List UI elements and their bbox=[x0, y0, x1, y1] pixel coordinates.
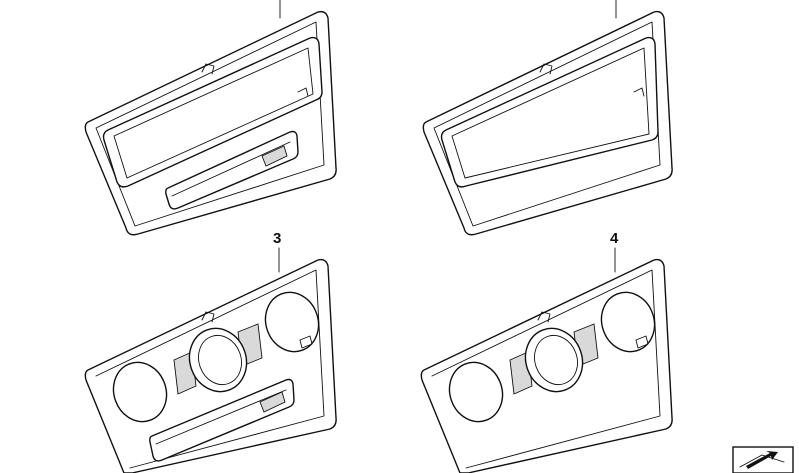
top-clip bbox=[539, 63, 553, 75]
top-clip bbox=[201, 63, 215, 75]
right-dial-tab bbox=[299, 335, 313, 349]
lower-slot bbox=[149, 378, 295, 462]
part-number-label: 3 bbox=[273, 230, 281, 247]
side-clip bbox=[297, 87, 309, 97]
arrow-cube-icon bbox=[732, 446, 794, 473]
panel-inner-edge bbox=[431, 269, 661, 469]
lower-slot bbox=[165, 130, 299, 210]
panel-inner-edge bbox=[95, 269, 325, 469]
lower-slot-button bbox=[259, 391, 286, 413]
left-dial-opening bbox=[112, 361, 168, 423]
display-rim bbox=[451, 47, 650, 179]
top-clip bbox=[537, 311, 551, 323]
display-opening bbox=[102, 36, 323, 188]
bezel-panel-top-left[interactable] bbox=[84, 0, 337, 236]
part-number-label: 4 bbox=[610, 230, 619, 247]
side-clip bbox=[633, 87, 645, 97]
right-dial-tab bbox=[635, 335, 649, 349]
center-dial-opening bbox=[534, 334, 578, 386]
bezel-panel-top-right[interactable] bbox=[422, 0, 673, 236]
bezel-panel-bottom-right[interactable]: 4 bbox=[420, 230, 673, 473]
center-dial-opening bbox=[198, 334, 242, 386]
right-dial-opening bbox=[264, 291, 320, 353]
left-dial-opening bbox=[448, 361, 504, 423]
display-opening bbox=[440, 36, 659, 188]
lower-slot-edge bbox=[171, 141, 291, 197]
bezel-panel-bottom-left[interactable]: 3 bbox=[84, 230, 337, 473]
right-dial-opening bbox=[600, 291, 656, 353]
lower-slot-button bbox=[261, 145, 288, 167]
lower-slot-edge bbox=[155, 389, 287, 445]
panel-inner-edge bbox=[95, 21, 325, 227]
display-rim bbox=[113, 47, 314, 179]
panel-inner-edge bbox=[433, 21, 661, 227]
top-clip bbox=[201, 311, 215, 323]
